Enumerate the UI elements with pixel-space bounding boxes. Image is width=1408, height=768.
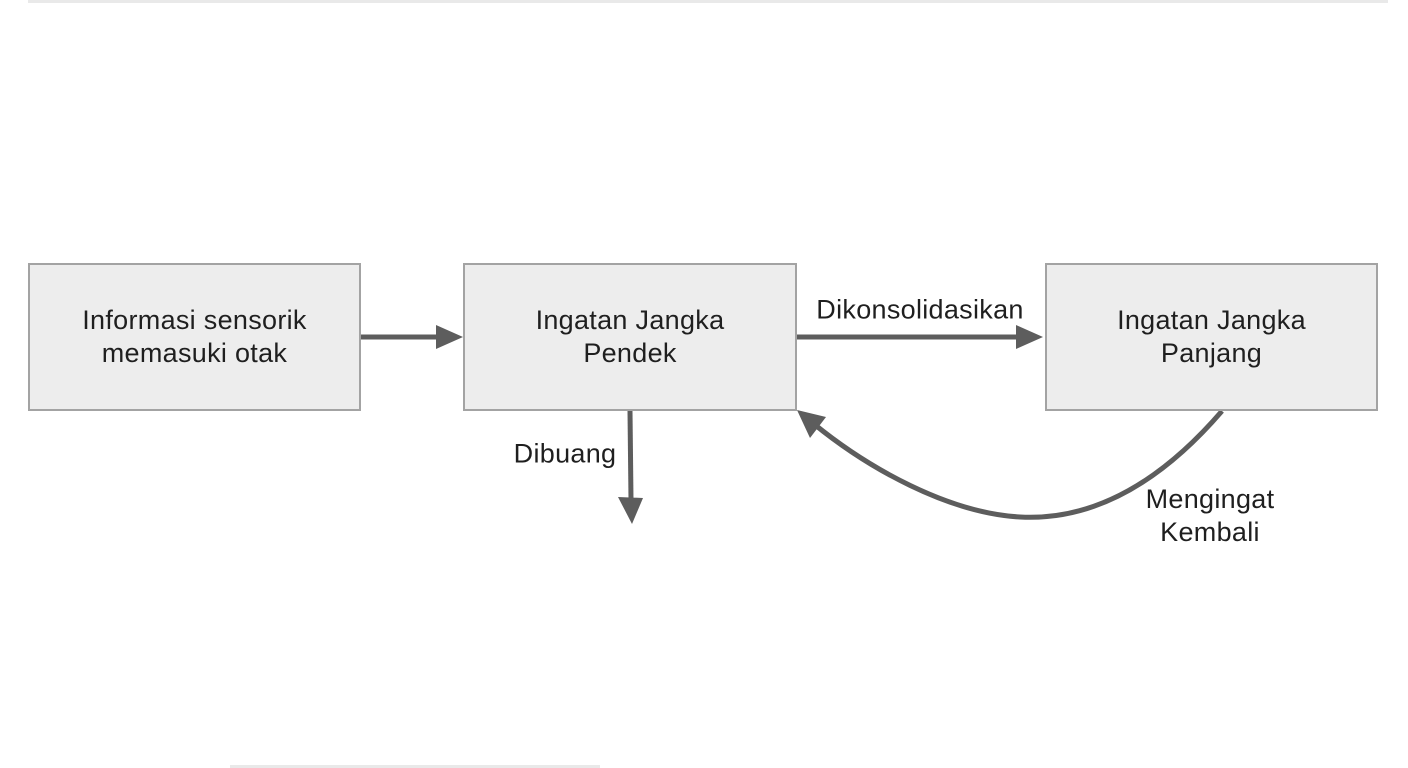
edge-label-recall-line2: Kembali [1160,517,1260,547]
node-long-term-memory: Ingatan Jangka Panjang [1045,263,1378,411]
crop-artifact-bottom [230,765,600,768]
edge-label-discarded: Dibuang [513,438,617,469]
arrow-sensory-to-short-term [361,325,463,349]
node-short-term-memory-line2: Pendek [583,338,677,368]
arrow-short-term-discard [618,410,643,524]
node-sensory-input-line2: memasuki otak [101,338,288,368]
node-short-term-memory-line1: Ingatan Jangka [535,305,725,335]
crop-artifact-top [28,0,1388,3]
edge-label-consolidated: Dikonsolidasikan [816,294,1024,325]
node-sensory-input: Informasi sensorik memasuki otak [28,263,361,411]
node-sensory-input-line1: Informasi sensorik [82,305,307,335]
arrow-short-term-to-long-term [797,325,1043,349]
edge-label-recall-line1: Mengingat [1145,484,1275,514]
node-long-term-memory-line1: Ingatan Jangka [1117,305,1306,335]
edge-label-recall: Mengingat Kembali [1146,483,1275,549]
node-short-term-memory: Ingatan Jangka Pendek [463,263,797,411]
node-long-term-memory-line2: Panjang [1160,338,1263,368]
